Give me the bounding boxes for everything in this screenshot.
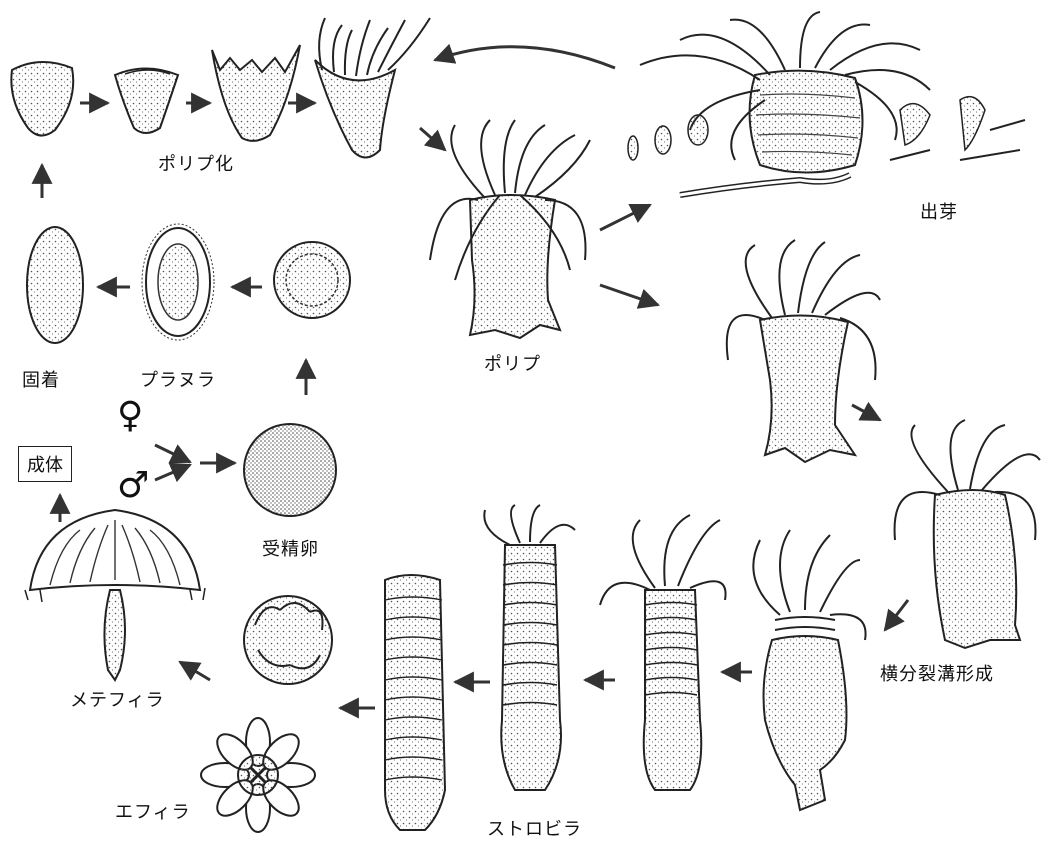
label-metephyra: メテフィラ — [70, 686, 165, 712]
ephyra-figure — [201, 718, 315, 832]
early-polyp-figure-2 — [212, 45, 300, 141]
label-fertilized-egg: 受精卵 — [262, 535, 319, 561]
embryo-figure — [274, 242, 350, 318]
female-symbol-icon: ♀ — [117, 398, 143, 434]
label-polyp: ポリプ — [484, 350, 541, 376]
transverse-fission-figure — [895, 420, 1040, 648]
attachment-figure — [27, 227, 83, 343]
label-planula: プラヌラ — [140, 366, 216, 392]
label-adult: 成体 — [18, 446, 72, 482]
early-strobila-figure — [753, 530, 865, 810]
male-symbol-icon: ♂ — [117, 468, 149, 504]
polyp-figure — [430, 120, 590, 338]
adult-medusa-figure — [25, 510, 205, 680]
label-ephyra: エフィラ — [115, 798, 191, 824]
free-ephyra-figure — [244, 596, 332, 684]
label-polyp-formation: ポリプ化 — [158, 150, 234, 176]
growing-polyp-figure — [727, 240, 880, 462]
strobila-figure — [385, 575, 445, 830]
late-strobila-figure — [484, 505, 575, 790]
mid-strobila-figure — [600, 515, 726, 790]
label-budding: 出芽 — [920, 198, 958, 224]
settled-larva-figure — [11, 62, 73, 136]
fertilized-egg-figure — [244, 424, 336, 516]
label-strobila: ストロビラ — [487, 815, 582, 841]
early-polyp-figure-1 — [115, 69, 178, 134]
label-transverse-fission: 横分裂溝形成 — [880, 660, 994, 686]
early-polyp-figure-3 — [315, 18, 430, 158]
budding-figure — [628, 12, 1025, 195]
label-attachment: 固着 — [22, 366, 60, 392]
planula-figure — [142, 224, 214, 340]
